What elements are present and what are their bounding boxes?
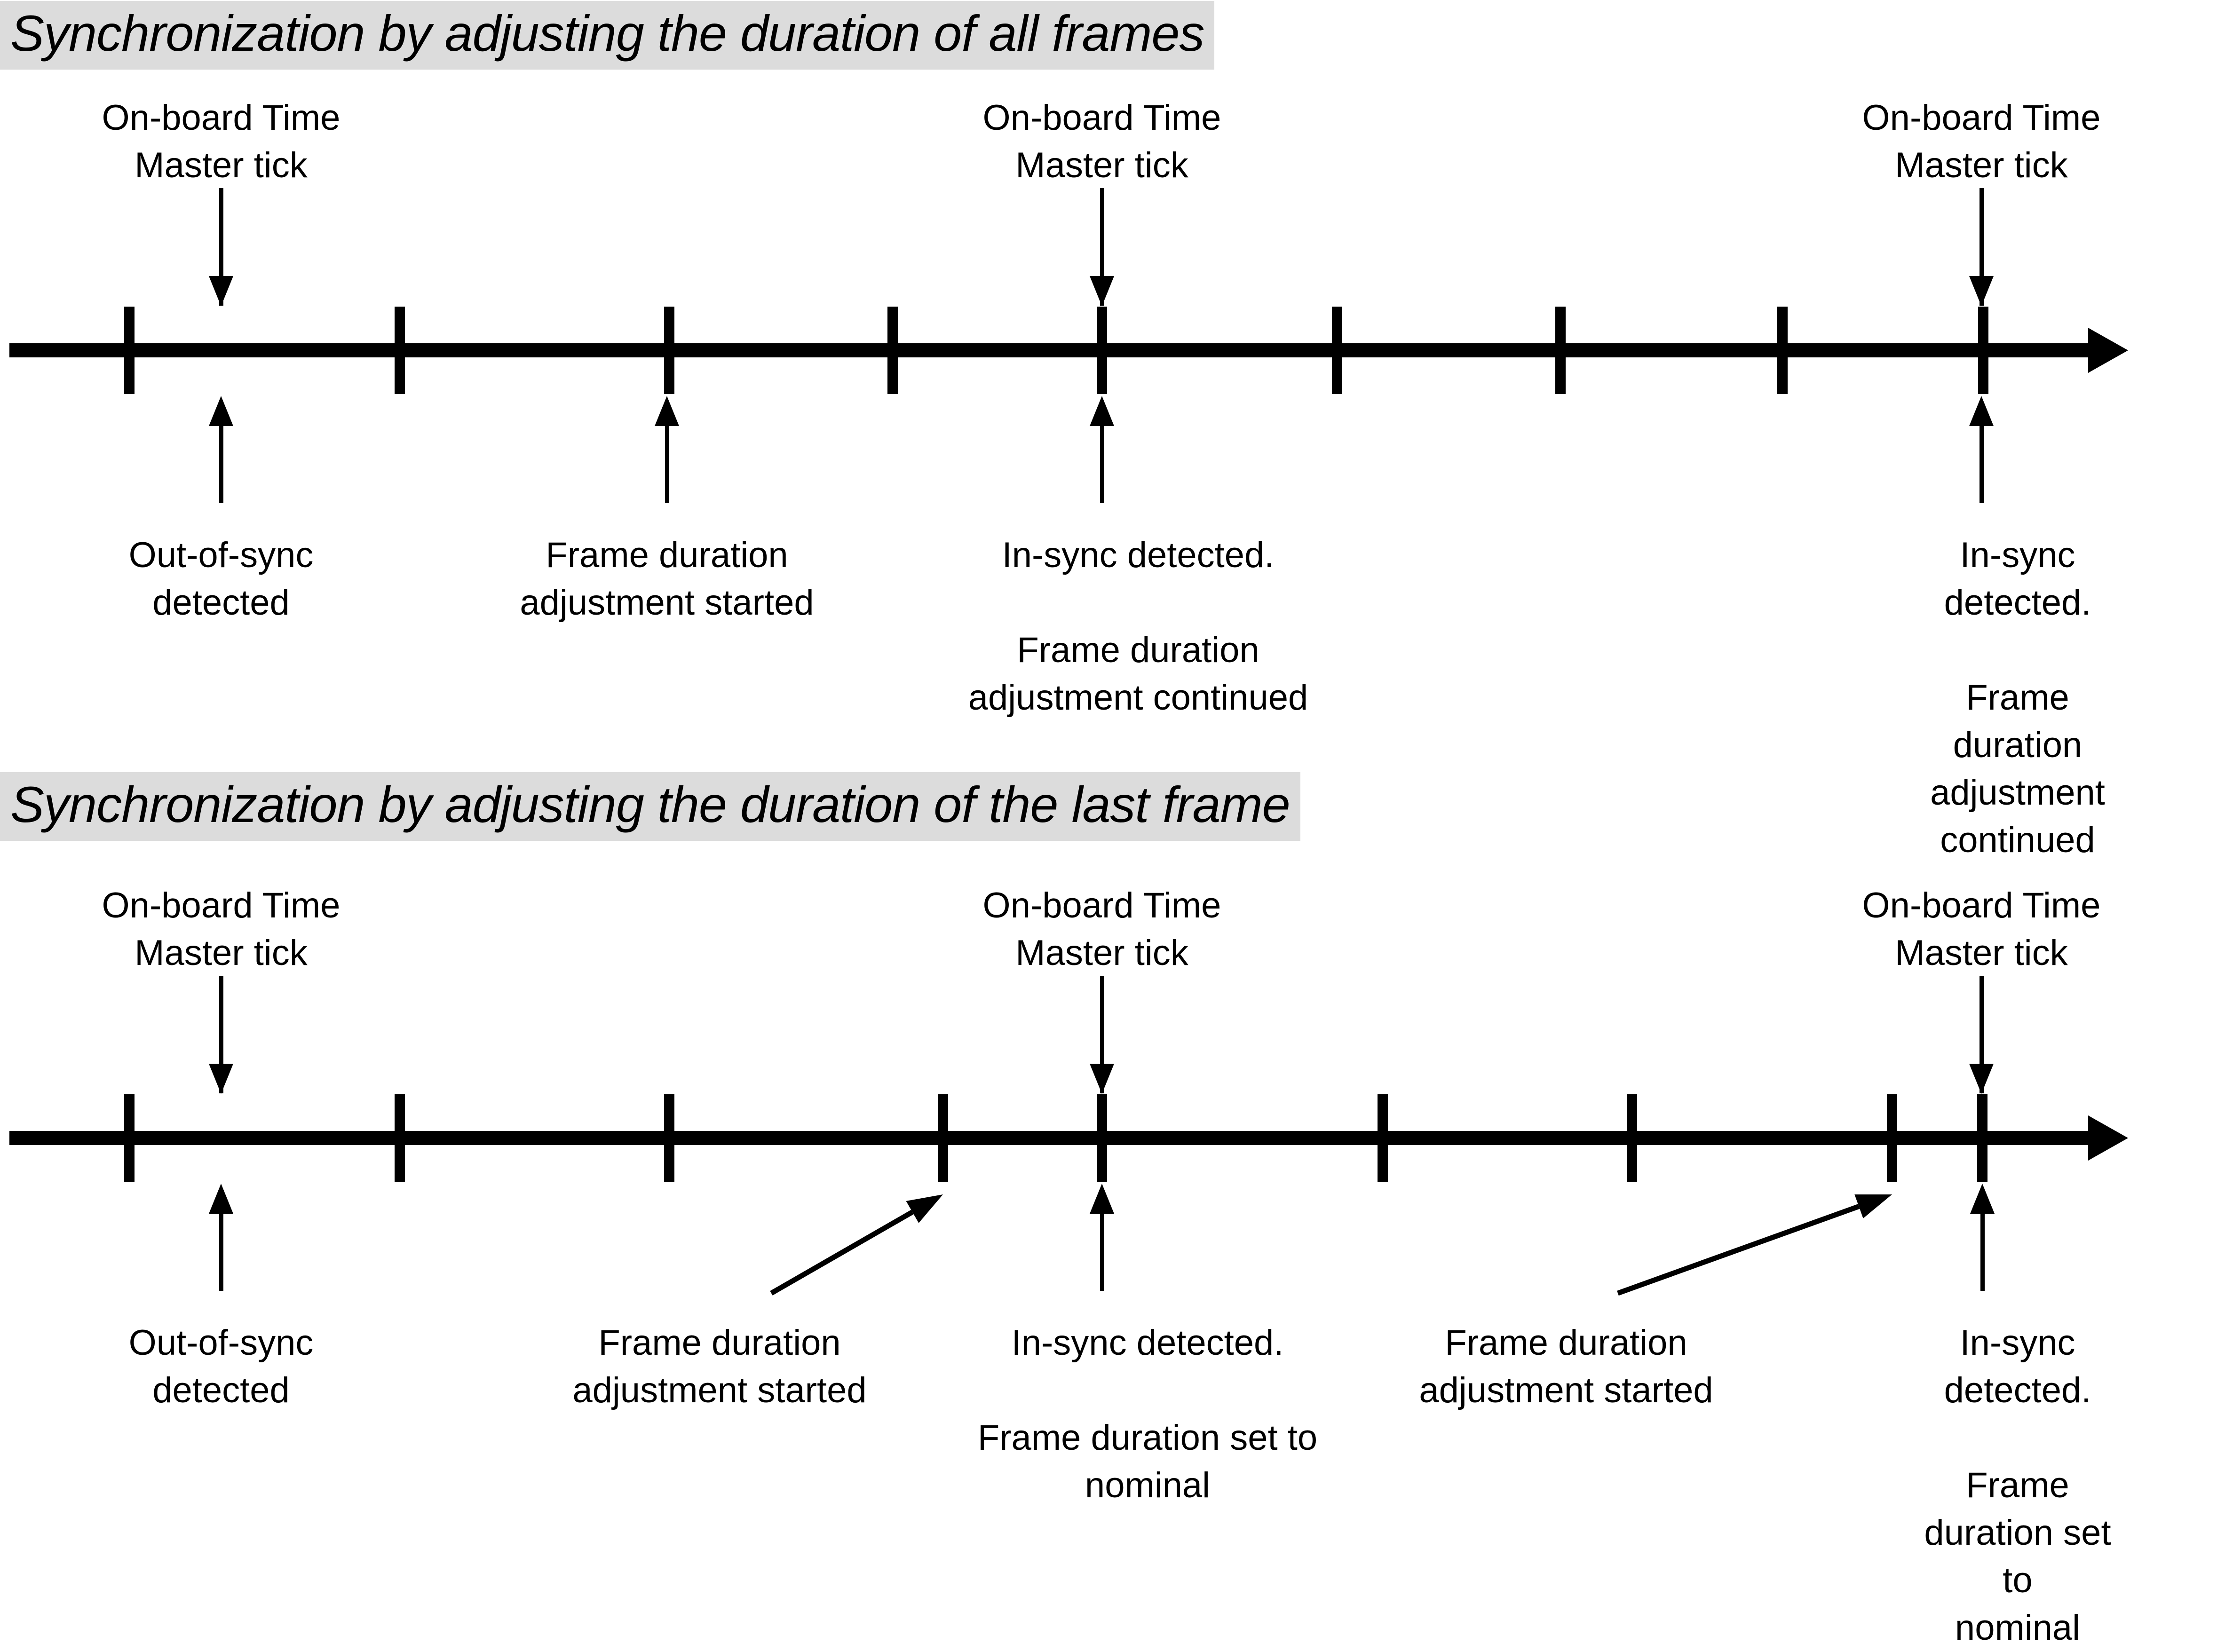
up-arrow-head-icon: [209, 1184, 233, 1214]
down-arrow-shaft: [1100, 188, 1104, 306]
timeline-tick: [1097, 1094, 1107, 1182]
bottom-event-label: Out-of-sync detected: [128, 535, 314, 623]
timeline-tick: [938, 1094, 948, 1182]
up-arrow-shaft: [1100, 1213, 1104, 1291]
up-arrow-head-icon: [1970, 1184, 1995, 1214]
up-arrow-shaft: [1979, 426, 1984, 503]
timeline-tick: [1378, 1094, 1388, 1182]
page-title-2: Synchronization by adjusting the duratio…: [10, 776, 1291, 833]
down-arrow-shaft: [219, 976, 223, 1093]
up-arrow-head-icon: [1969, 396, 1994, 426]
timeline-tick: [395, 1094, 405, 1182]
bottom-event-label: Frame duration adjustment started: [1419, 1323, 1713, 1411]
timeline-tick: [1887, 1094, 1897, 1182]
bottom-event-label: Frame duration adjustment started: [520, 535, 814, 623]
top-event-label: On-board Time Master tick: [982, 98, 1221, 186]
timeline-tick: [664, 307, 674, 394]
bottom-event-label: Frame duration adjustment started: [572, 1323, 867, 1411]
top-event-label: On-board Time Master tick: [102, 98, 340, 186]
timeline-axis: [9, 343, 2088, 357]
section-all-frames: Synchronization by adjusting the duratio…: [0, 0, 2225, 860]
down-arrow-shaft: [1979, 976, 1984, 1093]
down-arrow-head-icon: [1969, 1064, 1994, 1094]
section-title-bar-1: Synchronization by adjusting the duratio…: [0, 1, 1215, 70]
timeline-tick: [1978, 307, 1988, 394]
top-event-label: On-board Time Master tick: [1862, 885, 2101, 973]
timeline-tick: [1977, 1094, 1987, 1182]
bottom-event-label: Out-of-sync detected: [128, 1323, 314, 1411]
timeline-tick: [124, 307, 135, 394]
top-event-label: On-board Time Master tick: [102, 885, 340, 973]
timeline-tick: [664, 1094, 674, 1182]
section-title-bar-2: Synchronization by adjusting the duratio…: [0, 772, 1300, 841]
timeline-arrow-icon: [2088, 328, 2128, 373]
timeline-tick: [395, 307, 405, 394]
top-event-label: On-board Time Master tick: [1862, 98, 2101, 186]
timeline-tick: [1097, 307, 1107, 394]
down-arrow-shaft: [1100, 976, 1104, 1093]
timeline-axis: [9, 1131, 2088, 1145]
down-arrow-head-icon: [1969, 276, 1994, 306]
timeline-tick: [124, 1094, 135, 1182]
down-arrow-head-icon: [1090, 1064, 1114, 1094]
timeline-tick: [1555, 307, 1566, 394]
timeline-tick: [1777, 307, 1788, 394]
up-arrow-shaft: [665, 426, 669, 503]
section-last-frame: Synchronization by adjusting the duratio…: [0, 771, 2225, 1648]
bottom-event-label: In-sync detected. Frame duration set to …: [1924, 1323, 2111, 1648]
up-arrow-head-icon: [1090, 1184, 1114, 1214]
down-arrow-head-icon: [209, 276, 233, 306]
up-arrow-head-icon: [209, 396, 233, 426]
timeline-arrow-icon: [2088, 1115, 2128, 1161]
up-arrow-head-icon: [655, 396, 679, 426]
up-arrow-shaft: [1100, 426, 1104, 503]
page-title-1: Synchronization by adjusting the duratio…: [10, 5, 1204, 62]
bottom-event-label: In-sync detected. Frame duration adjustm…: [968, 535, 1308, 718]
bottom-event-label: In-sync detected. Frame duration adjustm…: [1930, 535, 2105, 861]
down-arrow-shaft: [1979, 188, 1984, 306]
top-event-label: On-board Time Master tick: [982, 885, 1221, 973]
timeline-all-frames: On-board Time Master tick On-board Time M…: [0, 98, 2225, 860]
up-arrow-shaft: [219, 426, 223, 503]
bottom-event-label: In-sync detected. Frame duration set to …: [977, 1323, 1318, 1506]
up-arrow-shaft: [1980, 1213, 1985, 1291]
timeline-tick: [887, 307, 898, 394]
diagonal-pointer-arrow-icon: [1617, 1194, 1892, 1296]
down-arrow-shaft: [219, 188, 223, 306]
down-arrow-head-icon: [1090, 276, 1114, 306]
timeline-tick: [1332, 307, 1342, 394]
timeline-tick: [1627, 1094, 1637, 1182]
diagonal-pointer-arrow-icon: [770, 1194, 943, 1296]
up-arrow-head-icon: [1090, 396, 1114, 426]
down-arrow-head-icon: [209, 1064, 233, 1094]
up-arrow-shaft: [219, 1213, 223, 1291]
